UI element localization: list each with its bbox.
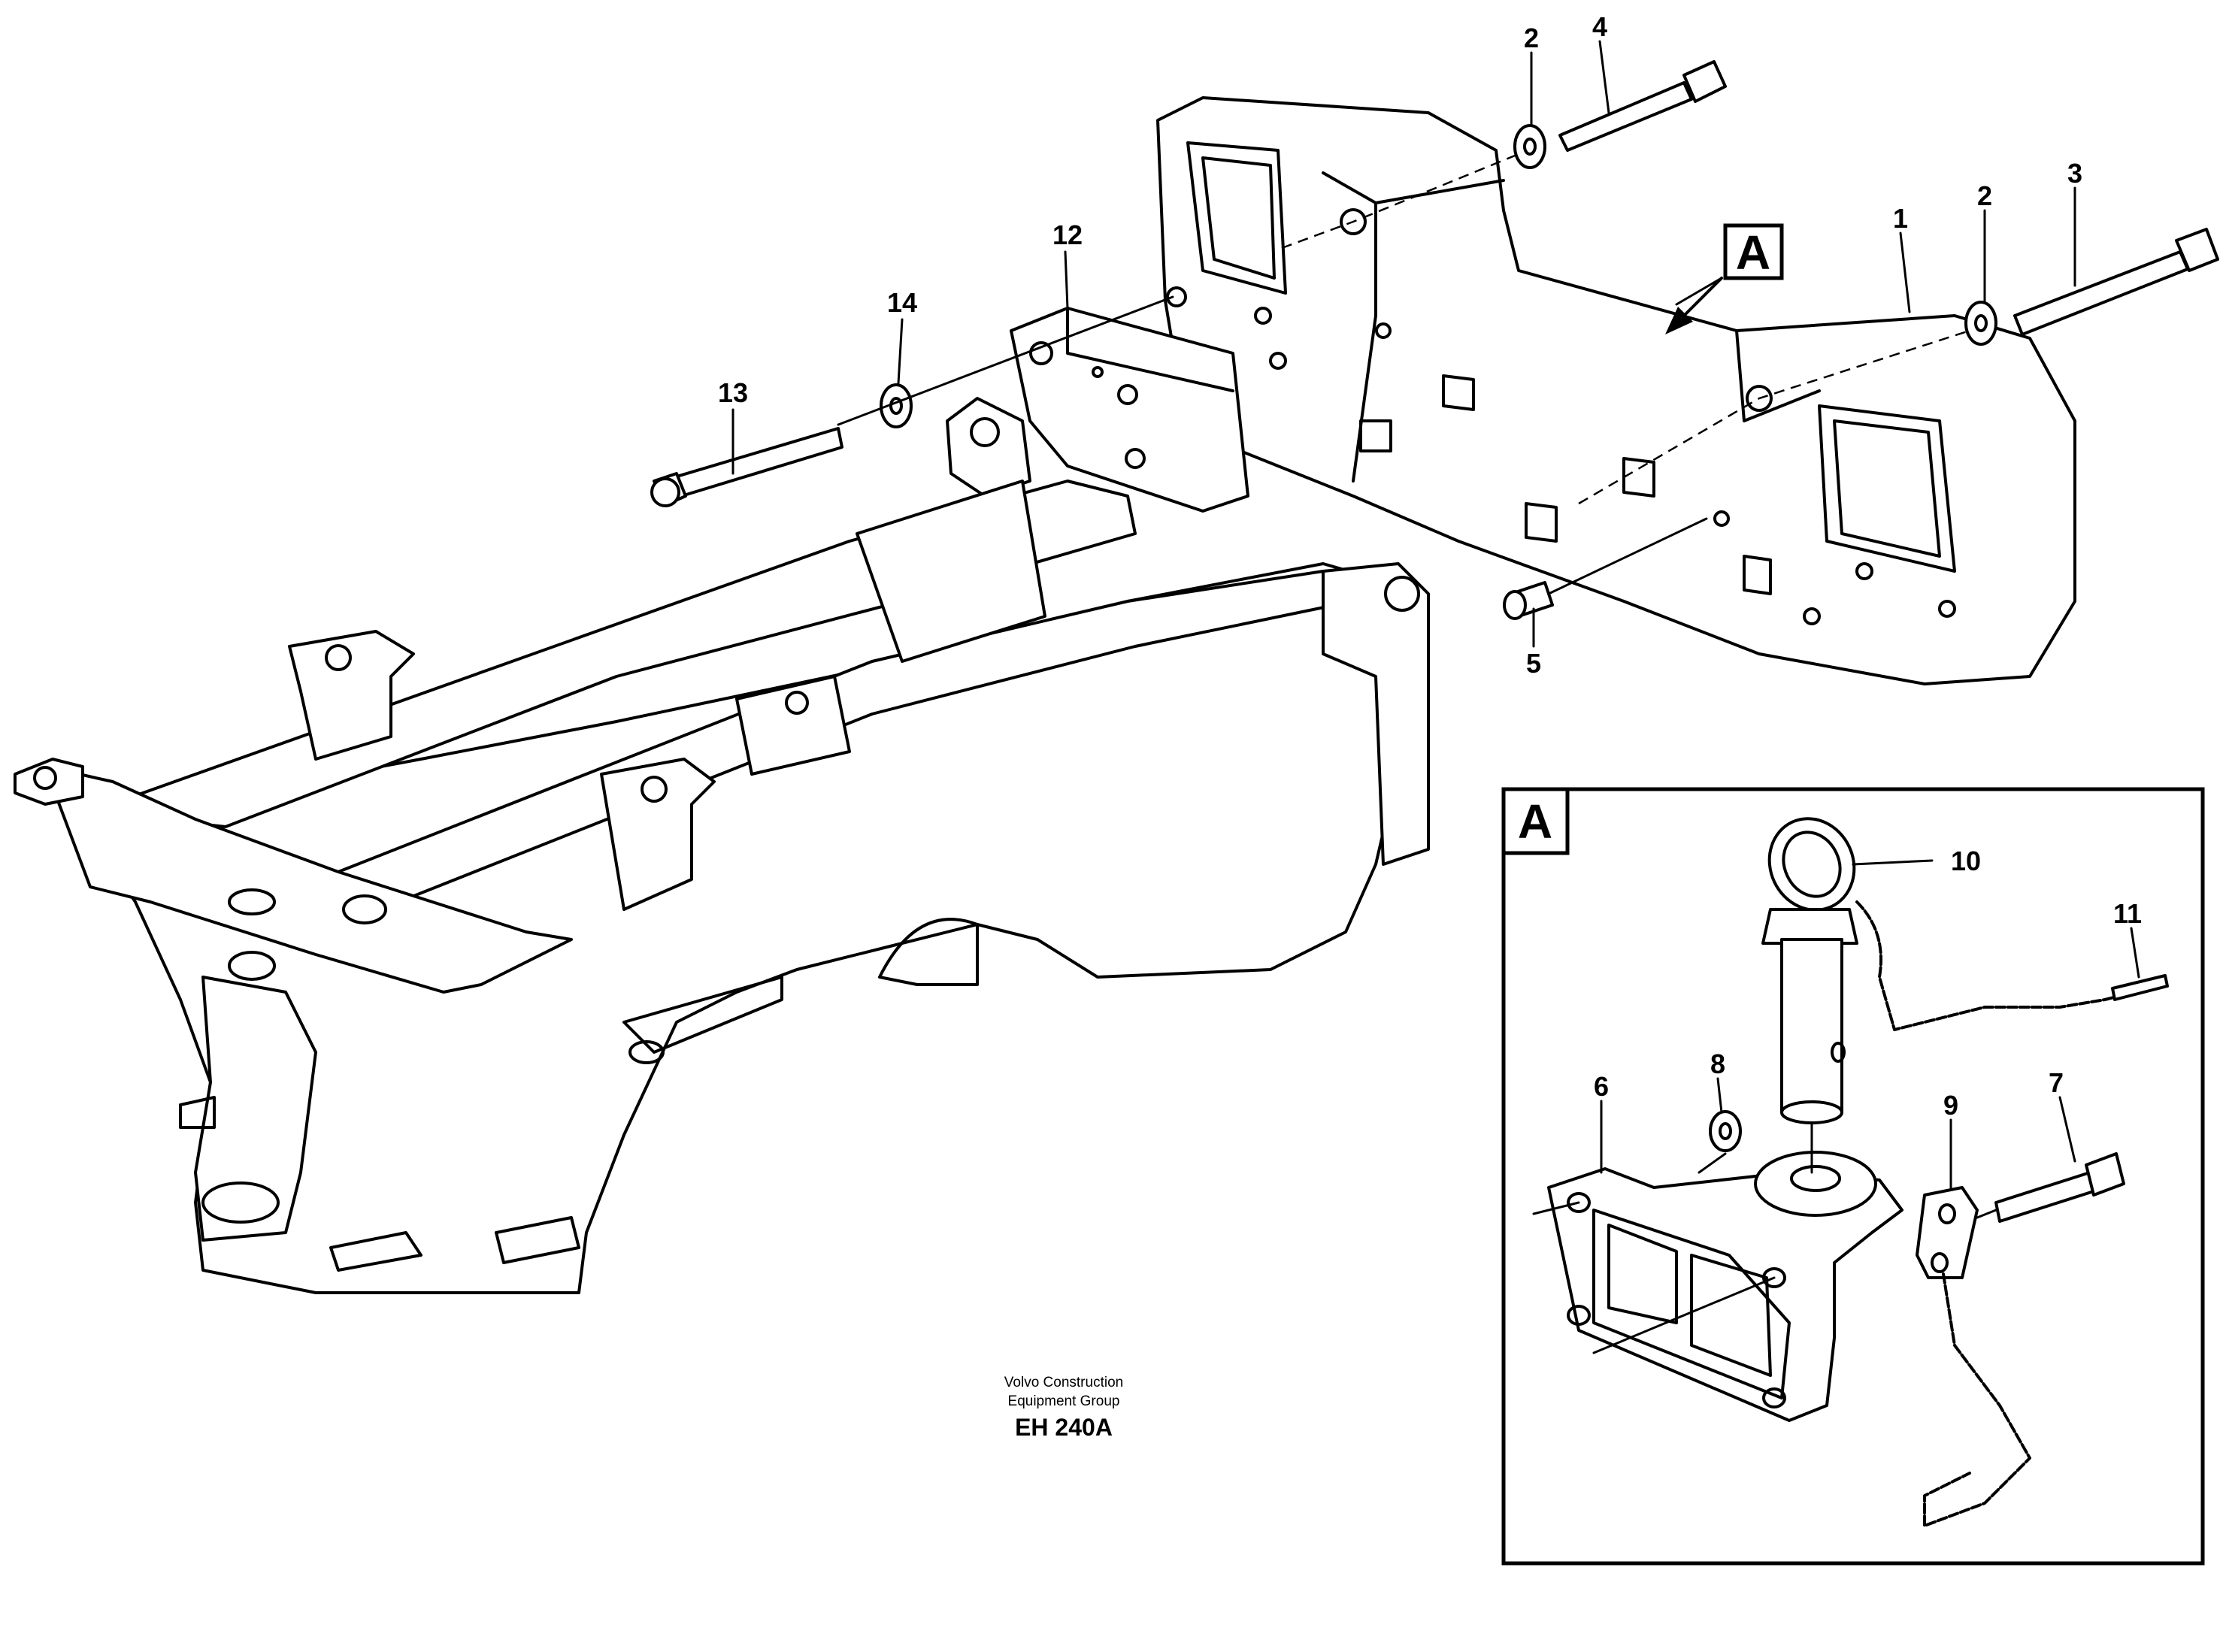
view-reference-letter: A bbox=[1736, 225, 1770, 280]
detail-a: A bbox=[1501, 787, 2205, 1566]
callout-7: 7 bbox=[2049, 1067, 2064, 1098]
washer-8 bbox=[1709, 1110, 1742, 1152]
callout-11: 11 bbox=[2113, 898, 2142, 929]
callouts: 1 2 2 3 4 5 12 13 14 bbox=[718, 11, 2082, 679]
bolt-4 bbox=[1558, 60, 1727, 152]
callout-2-lower: 2 bbox=[1977, 180, 1992, 211]
assembly-lines bbox=[837, 153, 1970, 595]
washer-2-upper bbox=[1513, 124, 1546, 169]
chain-end-11 bbox=[2111, 974, 2169, 1001]
callout-4: 4 bbox=[1592, 11, 1607, 42]
callout-13: 13 bbox=[718, 377, 748, 408]
drawing-reference: EH 240A bbox=[1015, 1414, 1113, 1441]
bolt-13 bbox=[650, 427, 843, 507]
bolt-3 bbox=[2013, 228, 2219, 336]
washer-2-lower bbox=[1964, 301, 1997, 346]
chain-9 bbox=[1923, 1272, 2031, 1527]
callout-5: 5 bbox=[1526, 648, 1541, 679]
callout-10: 10 bbox=[1951, 846, 1981, 876]
callout-12: 12 bbox=[1052, 219, 1083, 250]
callout-lines bbox=[731, 40, 2076, 648]
plug-5 bbox=[1503, 581, 1554, 620]
detail-label: A bbox=[1518, 794, 1552, 849]
view-reference-a: A bbox=[1665, 223, 1784, 334]
callout-9: 9 bbox=[1943, 1090, 1958, 1121]
chain-11 bbox=[1855, 900, 2167, 1031]
callout-2-upper: 2 bbox=[1524, 23, 1539, 53]
pin-10 bbox=[1761, 817, 1858, 1124]
footer: Volvo Construction Equipment Group EH 24… bbox=[1004, 1375, 1123, 1441]
callout-8: 8 bbox=[1710, 1048, 1725, 1079]
bolt-7 bbox=[1994, 1152, 2125, 1223]
callout-6: 6 bbox=[1594, 1071, 1609, 1102]
callout-1: 1 bbox=[1893, 203, 1908, 234]
footer-company-line1: Volvo Construction bbox=[1004, 1375, 1123, 1390]
washer-14 bbox=[880, 383, 913, 428]
footer-company-line2: Equipment Group bbox=[1008, 1393, 1120, 1409]
hitch-6 bbox=[1547, 1151, 1903, 1422]
rear-frame bbox=[14, 397, 1430, 1294]
bracket bbox=[1010, 286, 1249, 513]
plate-9 bbox=[1916, 1186, 1979, 1279]
callout-3: 3 bbox=[2067, 158, 2082, 189]
callout-14: 14 bbox=[887, 287, 917, 318]
